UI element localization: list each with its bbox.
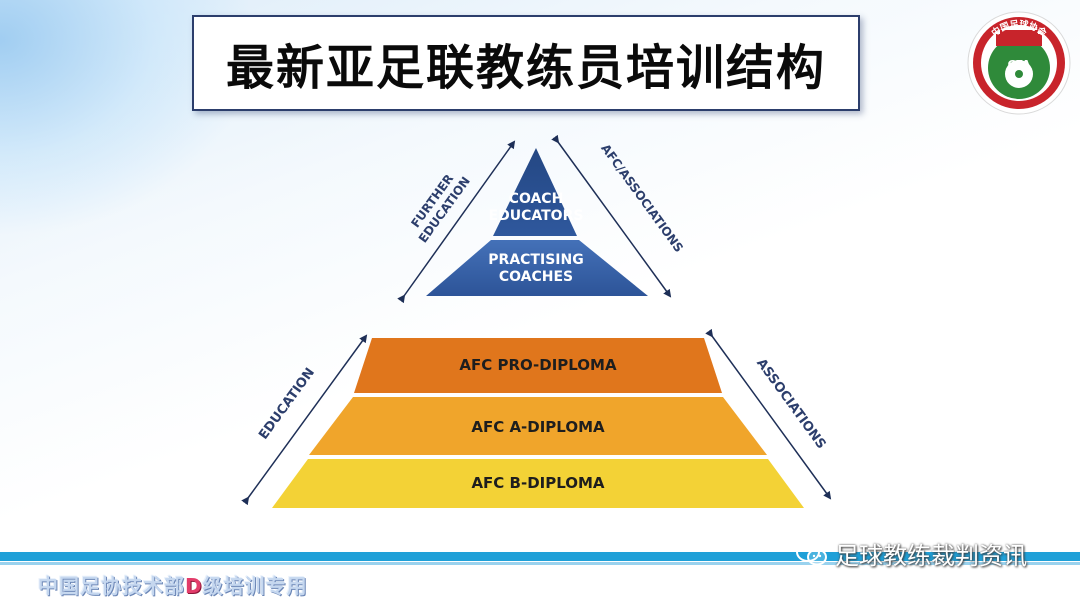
coaches-label: COACHES: [499, 269, 573, 285]
wechat-icon: [796, 541, 827, 565]
footer-bar: [0, 552, 1080, 561]
practising-label: PRACTISING: [488, 252, 583, 268]
education-label-lower: EDUCATION: [256, 365, 318, 442]
tier-afc-a-diploma: [309, 397, 767, 455]
pro-diploma-label: AFC PRO-DIPLOMA: [459, 356, 617, 374]
tier-afc-pro-diploma: [354, 338, 722, 393]
footer-bar-accent: [0, 562, 1080, 565]
education-arrow: [241, 334, 368, 506]
further-education-arrow: [397, 140, 516, 304]
educators-label: EDUCATORS: [489, 208, 584, 224]
footer-text-d: D: [185, 574, 203, 598]
watermark-text: 足球教练裁判资讯: [835, 542, 1027, 570]
logo-text: CFA: [1008, 58, 1031, 71]
title-box: 最新亚足联教练员培训结构: [192, 15, 860, 111]
cfa-logo-icon: CFA 中国足球协会: [967, 11, 1071, 115]
coach-label: COACH: [509, 191, 564, 207]
footer-text-b: 级培训专用: [202, 574, 308, 598]
footer-text-a: 中国足协技术部: [38, 574, 185, 598]
tier-afc-b-diploma: [272, 459, 804, 508]
page-title: 最新亚足联教练员培训结构: [225, 40, 826, 96]
associations-label: ASSOCIATIONS: [753, 356, 828, 452]
associations-arrow: [705, 328, 832, 500]
afc-associations-arrow: [551, 134, 672, 298]
footer-text: 中国足协技术部D级培训专用: [38, 570, 308, 599]
afc-associations-label: AFC/ASSOCIATIONS: [598, 141, 686, 254]
b-diploma-label: AFC B-DIPLOMA: [471, 474, 604, 492]
a-diploma-label: AFC A-DIPLOMA: [471, 418, 605, 436]
watermark: 足球教练裁判资讯: [795, 536, 1027, 571]
tier-practising-coaches: [426, 240, 648, 296]
